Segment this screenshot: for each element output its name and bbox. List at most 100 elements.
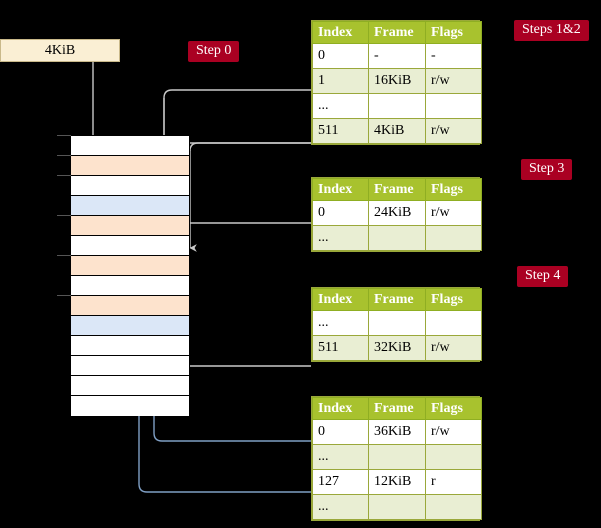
table-cell-flags: r/w bbox=[425, 419, 482, 445]
table-row: ... bbox=[312, 444, 482, 470]
memory-row bbox=[57, 255, 189, 276]
source-frame-box: 4KiB bbox=[0, 39, 120, 62]
table-cell-flags: r/w bbox=[425, 200, 482, 226]
memory-row bbox=[57, 135, 189, 156]
step-label-1-2: Steps 1&2 bbox=[514, 20, 589, 42]
table-cell-frame: 12KiB bbox=[368, 469, 426, 495]
memory-row bbox=[71, 236, 189, 256]
memory-row-tick bbox=[57, 155, 71, 156]
table-row: ... bbox=[312, 494, 482, 520]
link-pml4-511-to-memory bbox=[189, 142, 311, 152]
table-cell-frame bbox=[368, 494, 426, 520]
memory-row bbox=[71, 396, 189, 416]
table-cell-flags bbox=[425, 310, 482, 336]
table-cell-frame: 36KiB bbox=[368, 419, 426, 445]
column-header-frame: Frame bbox=[368, 397, 426, 420]
memory-row bbox=[71, 196, 189, 216]
table-cell-frame bbox=[368, 310, 426, 336]
table-cell-index: 511 bbox=[312, 335, 369, 361]
table-cell-index: ... bbox=[312, 310, 369, 336]
table-cell-flags: r/w bbox=[425, 68, 482, 94]
step-label-0: Step 0 bbox=[188, 41, 240, 63]
table-row: ... bbox=[312, 310, 482, 336]
column-header-frame: Frame bbox=[368, 288, 426, 311]
memory-row bbox=[71, 336, 189, 356]
table-cell-index: ... bbox=[312, 494, 369, 520]
memory-row-tick bbox=[57, 215, 71, 216]
memory-row bbox=[57, 295, 189, 316]
table-cell-index: ... bbox=[312, 444, 369, 470]
table-cell-frame: 32KiB bbox=[368, 335, 426, 361]
table-cell-index: ... bbox=[312, 93, 369, 119]
step-label-3: Step 3 bbox=[521, 159, 573, 181]
table-cell-flags bbox=[425, 494, 482, 520]
table-cell-flags: r/w bbox=[425, 118, 482, 144]
table-cell-frame: 16KiB bbox=[368, 68, 426, 94]
table-cell-index: 511 bbox=[312, 118, 369, 144]
table-cell-flags: - bbox=[425, 43, 482, 69]
column-header-flags: Flags bbox=[425, 21, 482, 44]
table-cell-frame bbox=[368, 93, 426, 119]
memory-row bbox=[71, 276, 189, 296]
column-header-flags: Flags bbox=[425, 397, 482, 420]
column-header-index: Index bbox=[312, 397, 369, 420]
table-cell-frame bbox=[368, 225, 426, 251]
column-header-index: Index bbox=[312, 288, 369, 311]
memory-row bbox=[57, 175, 189, 196]
table-cell-index: 0 bbox=[312, 200, 369, 226]
memory-column bbox=[57, 135, 190, 416]
link-pt-127-to-memory bbox=[138, 236, 311, 493]
memory-row bbox=[71, 356, 189, 376]
table-cell-flags bbox=[425, 93, 482, 119]
table-cell-frame: 4KiB bbox=[368, 118, 426, 144]
column-header-frame: Frame bbox=[368, 178, 426, 201]
memory-row-tick bbox=[57, 175, 71, 176]
table-cell-index: 1 bbox=[312, 68, 369, 94]
memory-row bbox=[57, 215, 189, 236]
table-cell-frame: 24KiB bbox=[368, 200, 426, 226]
table-cell-index: 0 bbox=[312, 419, 369, 445]
column-header-index: Index bbox=[312, 178, 369, 201]
step-label-4: Step 4 bbox=[517, 266, 569, 288]
memory-row-tick bbox=[57, 295, 71, 296]
source-frame-label: 4KiB bbox=[44, 42, 76, 58]
table-cell-index: ... bbox=[312, 225, 369, 251]
link-pt-0-to-memory bbox=[153, 326, 311, 442]
table-cell-flags: r/w bbox=[425, 335, 482, 361]
column-header-index: Index bbox=[312, 21, 369, 44]
column-header-frame: Frame bbox=[368, 21, 426, 44]
table-cell-flags bbox=[425, 225, 482, 251]
memory-row-tick bbox=[57, 135, 71, 136]
memory-row-tick bbox=[57, 255, 71, 256]
memory-row bbox=[57, 155, 189, 176]
table-cell-flags: r bbox=[425, 469, 482, 495]
memory-row bbox=[71, 376, 189, 396]
table-cell-frame: - bbox=[368, 43, 426, 69]
column-header-flags: Flags bbox=[425, 288, 482, 311]
link-pd-511-elbow bbox=[174, 306, 311, 367]
column-header-flags: Flags bbox=[425, 178, 482, 201]
table-cell-flags bbox=[425, 444, 482, 470]
table-row: 0-- bbox=[312, 43, 482, 69]
table-cell-index: 0 bbox=[312, 43, 369, 69]
link-step0-elbow-to-pml4 bbox=[163, 89, 311, 150]
table-row: ... bbox=[312, 93, 482, 119]
table-cell-index: 127 bbox=[312, 469, 369, 495]
table-cell-frame bbox=[368, 444, 426, 470]
memory-row bbox=[71, 316, 189, 336]
table-row: ... bbox=[312, 225, 482, 251]
